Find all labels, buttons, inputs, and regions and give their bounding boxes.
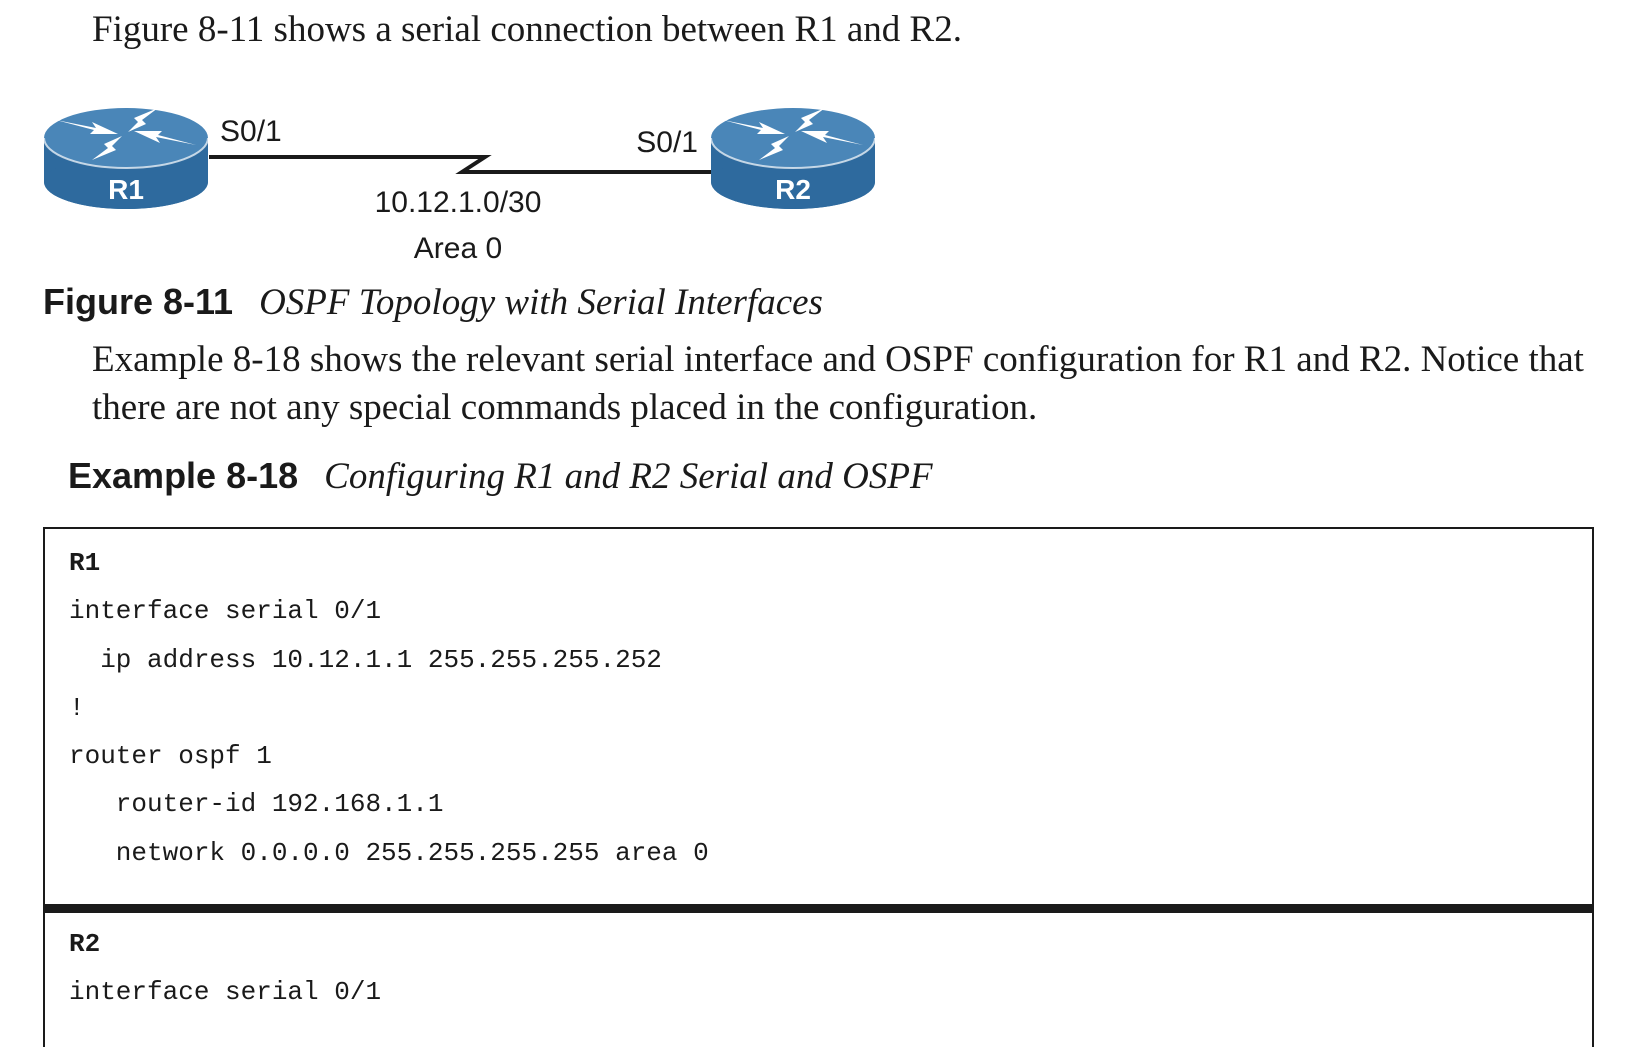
topology-diagram: R1 R2 S0/1 S0/1 10.12.1.0/30 Area 0: [43, 108, 876, 265]
r2-interface-label: S0/1: [636, 126, 698, 159]
code-header-r2: R2: [69, 929, 101, 959]
code-section-r1: R1 interface serial 0/1 ip address 10.12…: [45, 529, 1592, 904]
code-line: ip address 10.12.1.1 255.255.255.252: [69, 645, 662, 675]
r1-interface-label: S0/1: [220, 115, 282, 148]
example-caption: Example 8-18 Configuring R1 and R2 Serial…: [68, 452, 933, 501]
code-line: !: [69, 693, 85, 723]
serial-link: [209, 155, 711, 174]
router-r1-label: R1: [108, 174, 144, 205]
code-line: interface serial 0/1: [69, 977, 382, 1007]
code-header-r1: R1: [69, 548, 101, 578]
area-label: Area 0: [414, 232, 502, 265]
intro-text: Figure 8-11 shows a serial connection be…: [92, 9, 962, 50]
figure-number: Figure 8-11: [43, 281, 234, 322]
code-listing: R1 interface serial 0/1 ip address 10.12…: [43, 527, 1594, 1047]
body-paragraph: Example 8-18 shows the relevant serial i…: [92, 339, 1584, 428]
figure-caption: Figure 8-11 OSPF Topology with Serial Int…: [43, 278, 823, 327]
code-line: network 0.0.0.0 255.255.255.255 area 0: [69, 838, 709, 868]
router-r2-icon: R2: [710, 108, 876, 209]
section-divider: [45, 904, 1592, 913]
router-r2-label: R2: [775, 174, 811, 205]
code-line: router-id 192.168.1.1: [69, 789, 444, 819]
code-line: router ospf 1: [69, 741, 272, 771]
example-number: Example 8-18: [68, 455, 299, 496]
network-label: 10.12.1.0/30: [375, 186, 542, 219]
code-line: interface serial 0/1: [69, 596, 382, 626]
figure-title: OSPF Topology with Serial Interfaces: [259, 282, 823, 323]
example-title: Configuring R1 and R2 Serial and OSPF: [324, 456, 933, 497]
router-r1-icon: R1: [43, 108, 209, 209]
